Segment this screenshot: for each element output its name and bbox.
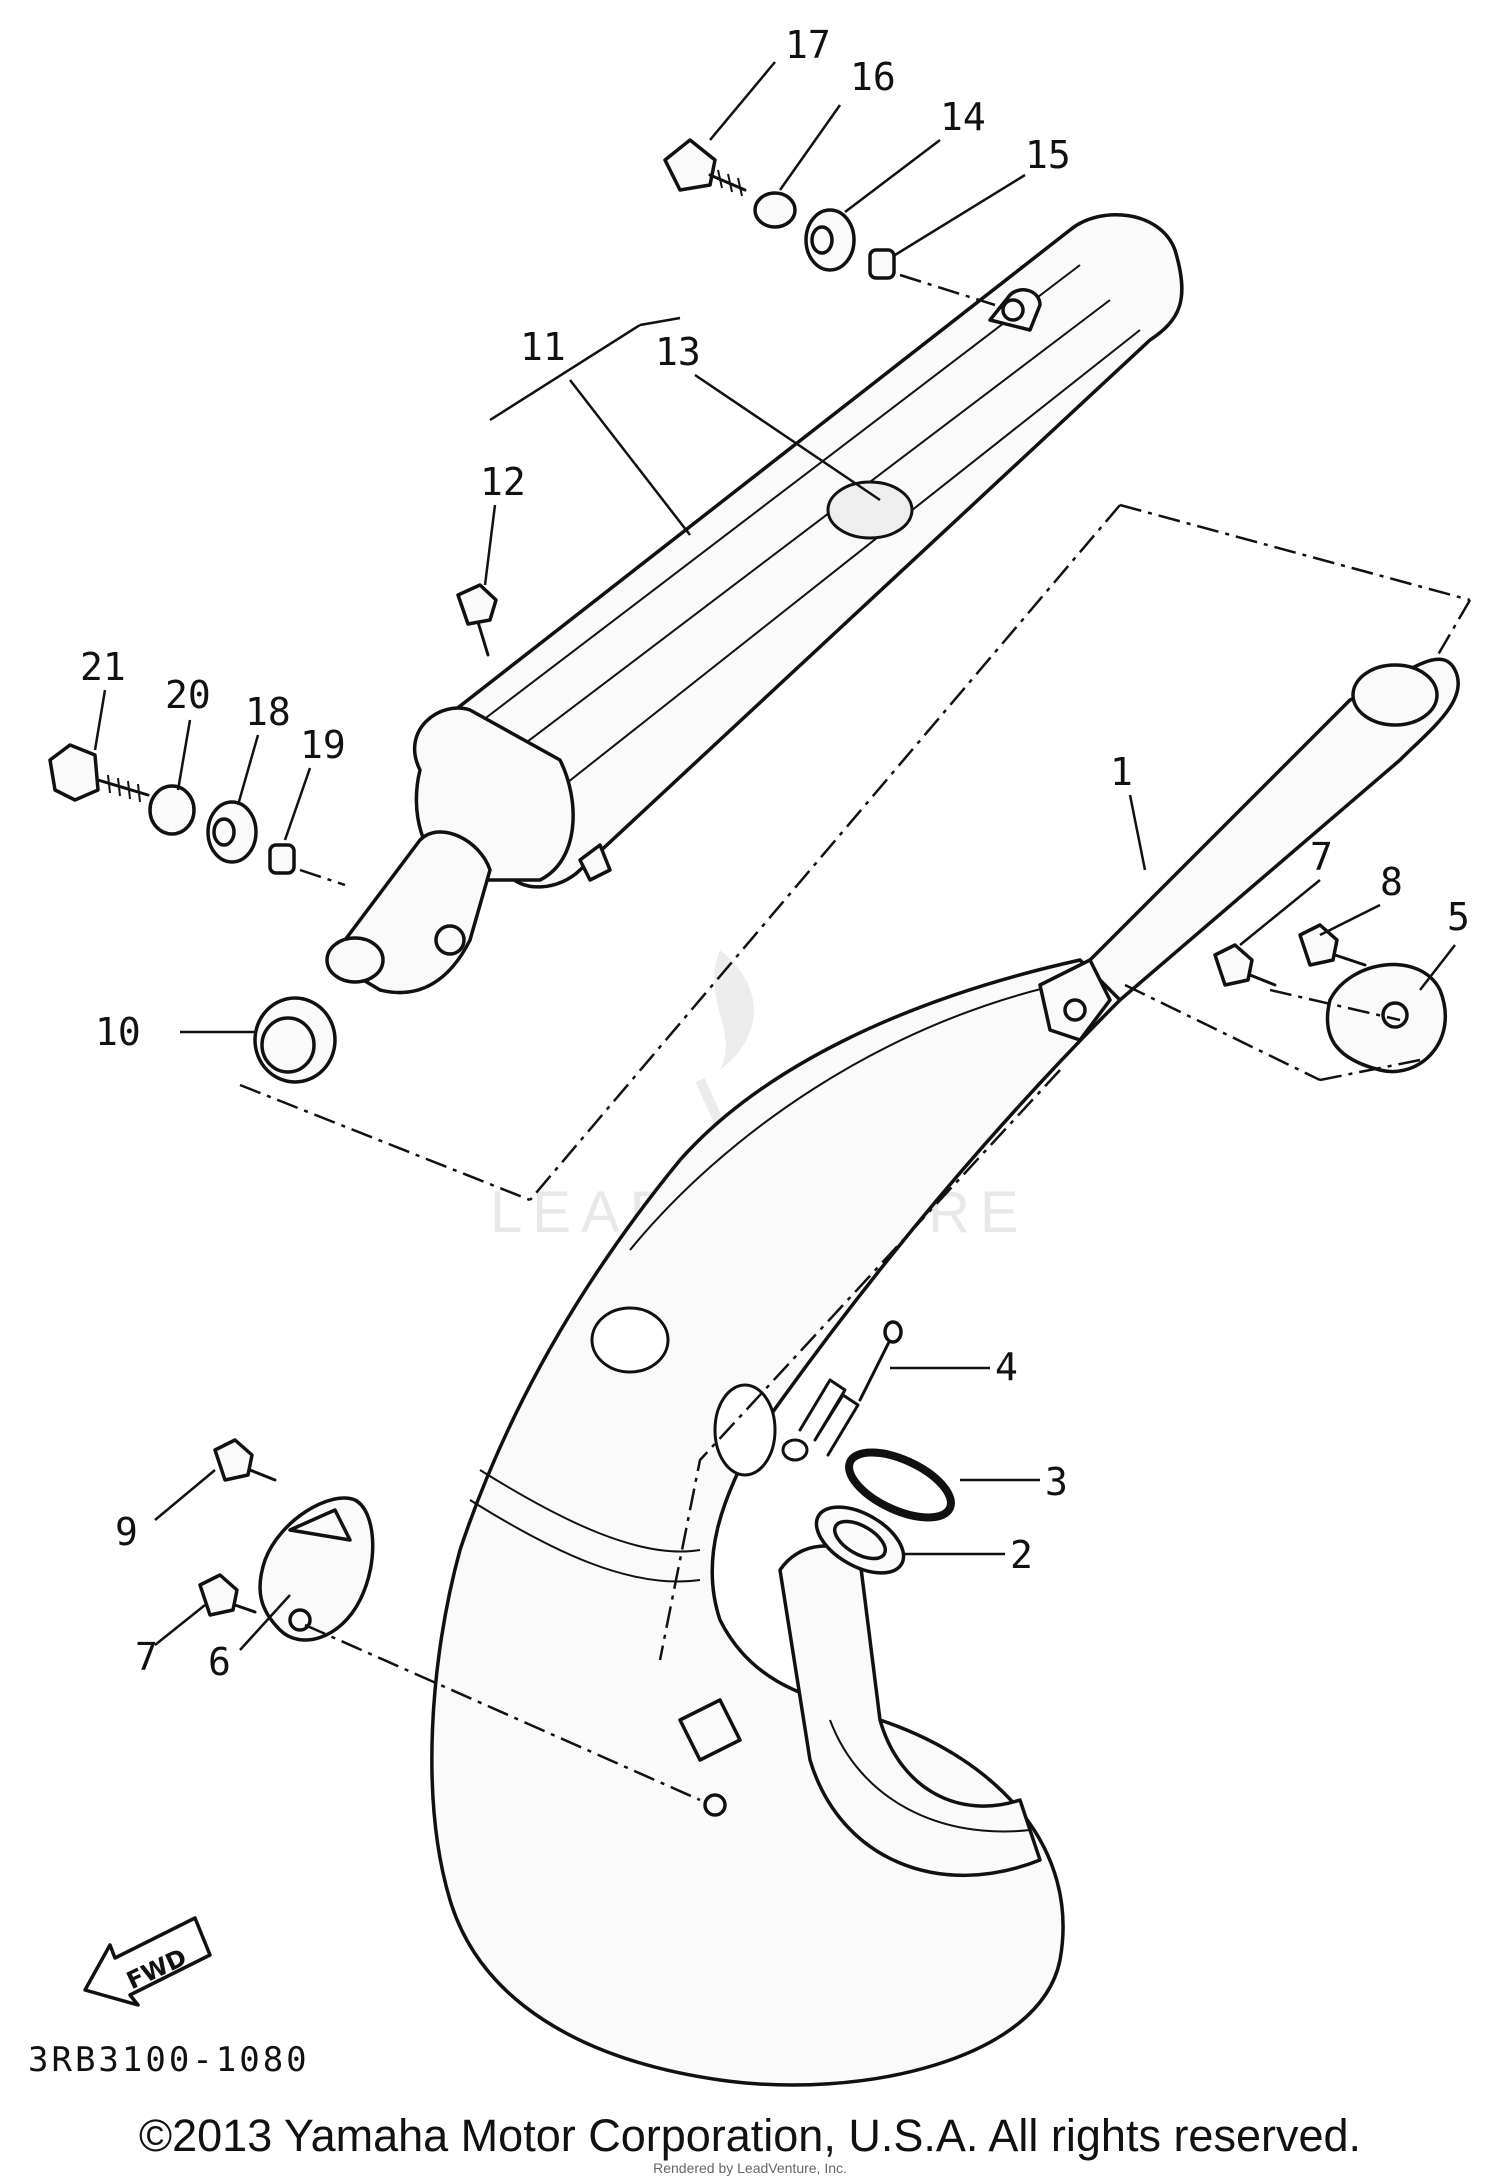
callout-8: 8 bbox=[1380, 860, 1403, 904]
callout-10: 10 bbox=[95, 1010, 141, 1054]
callout-12: 12 bbox=[480, 460, 526, 504]
callout-16: 16 bbox=[850, 55, 896, 99]
grommet-18 bbox=[206, 800, 258, 864]
rendered-by-text: Rendered by LeadVenture, Inc. bbox=[653, 2160, 847, 2176]
callout-3: 3 bbox=[1045, 1460, 1068, 1504]
callout-2: 2 bbox=[1010, 1533, 1033, 1577]
copyright-text: ©2013 Yamaha Motor Corporation, U.S.A. A… bbox=[138, 2110, 1362, 2161]
callout-20: 20 bbox=[165, 673, 211, 717]
spring-4 bbox=[781, 1320, 903, 1462]
bracket-11 bbox=[489, 316, 681, 422]
callout-4: 4 bbox=[995, 1345, 1018, 1389]
callout-7-left: 7 bbox=[135, 1635, 158, 1679]
collar-15 bbox=[868, 248, 896, 280]
callout-11: 11 bbox=[520, 325, 566, 369]
clamp-10 bbox=[253, 996, 337, 1084]
bolt-9 bbox=[213, 1438, 277, 1482]
plate-5 bbox=[1325, 962, 1447, 1074]
leader-lines bbox=[93, 61, 1456, 1651]
bolt-7-right bbox=[1213, 943, 1277, 987]
forward-arrow-icon: FWD bbox=[83, 1916, 212, 2007]
callout-6: 6 bbox=[208, 1640, 231, 1684]
callout-9: 9 bbox=[115, 1510, 138, 1554]
assembly-lines bbox=[239, 503, 1472, 1661]
grommet-14 bbox=[804, 208, 856, 272]
part-code: 3RB3100-1080 bbox=[28, 2040, 310, 2080]
collar-19 bbox=[268, 843, 296, 875]
silencer-part bbox=[325, 212, 1184, 995]
gasket-3 bbox=[845, 1448, 955, 1522]
callout-1: 1 bbox=[1110, 750, 1133, 794]
plate-6 bbox=[258, 1496, 375, 1642]
callout-18: 18 bbox=[245, 690, 291, 734]
callout-21: 21 bbox=[80, 645, 126, 689]
callout-17: 17 bbox=[785, 23, 831, 67]
gasket-2 bbox=[814, 1505, 906, 1575]
callout-19: 19 bbox=[300, 723, 346, 767]
callout-5: 5 bbox=[1447, 895, 1470, 939]
screw-12 bbox=[456, 583, 498, 657]
bolt-21 bbox=[48, 743, 150, 803]
callout-13: 13 bbox=[655, 330, 701, 374]
bolt-7-left bbox=[198, 1573, 257, 1617]
callout-15: 15 bbox=[1025, 133, 1071, 177]
bolt-8 bbox=[1298, 923, 1367, 967]
callout-7-right: 7 bbox=[1310, 835, 1333, 879]
washer-16 bbox=[753, 191, 797, 229]
callout-14: 14 bbox=[940, 95, 986, 139]
exhaust-pipe-part bbox=[430, 657, 1460, 2087]
bolt-17 bbox=[663, 138, 747, 197]
washer-20 bbox=[148, 784, 196, 836]
